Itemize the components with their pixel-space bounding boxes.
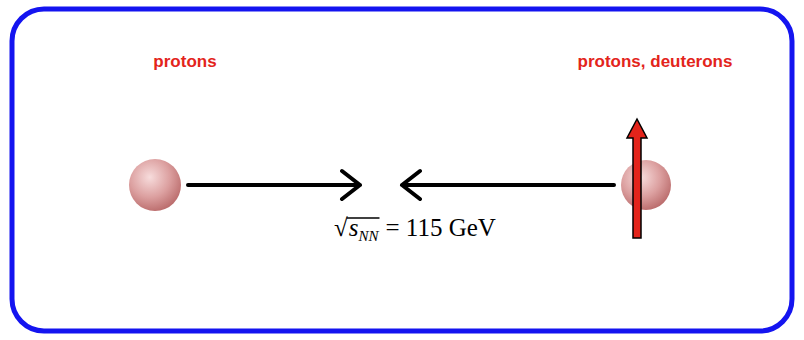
beam-arrow <box>188 171 360 199</box>
energy-value: = 115 GeV <box>385 214 495 241</box>
beam-label-text: protons <box>153 52 216 71</box>
radical-sign: √ <box>334 214 348 241</box>
spin-arrow <box>627 119 647 238</box>
beam-label: protons <box>153 52 216 72</box>
polarized-ball <box>621 160 671 210</box>
beam-label-text: protons, deuterons <box>578 52 733 71</box>
energy-formula: √sNN = 115 GeV <box>334 214 496 245</box>
proton-ball <box>129 159 181 211</box>
subscript: NN <box>358 228 378 244</box>
beam-arrow <box>402 171 614 199</box>
variable-symbol: s <box>349 214 359 241</box>
frame <box>12 9 792 331</box>
beam-label: protons, deuterons <box>578 52 733 72</box>
